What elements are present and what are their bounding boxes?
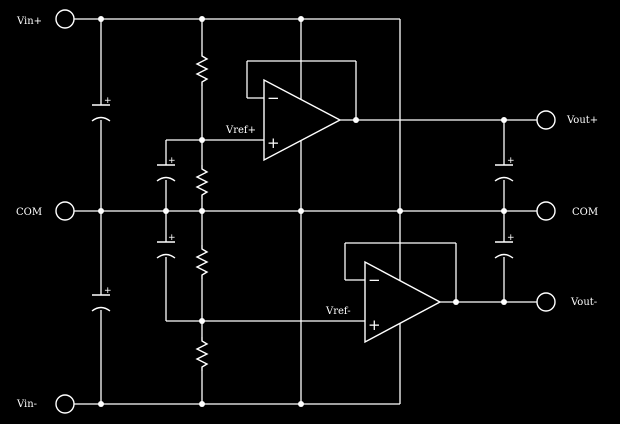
terminals bbox=[55, 9, 556, 414]
label-vout-minus: Vout- bbox=[570, 297, 597, 308]
inverting-input-sign: − bbox=[267, 89, 280, 107]
resistor-r1 bbox=[195, 52, 209, 86]
resistors bbox=[195, 52, 209, 371]
wires bbox=[74, 18, 537, 405]
terminal-vout-minus bbox=[536, 292, 556, 312]
capacitor-c4: + bbox=[156, 233, 176, 259]
terminal-vin-minus bbox=[55, 394, 75, 414]
capacitor-c6: + bbox=[494, 233, 515, 259]
capacitor-c2: + bbox=[91, 286, 112, 312]
op-amp-1: − + bbox=[263, 78, 342, 162]
label-vin-minus: Vin- bbox=[16, 399, 37, 410]
label-com-left: COM bbox=[16, 207, 42, 218]
cap-polarity-mark: + bbox=[507, 233, 515, 243]
cap-polarity-mark: + bbox=[104, 96, 112, 106]
label-vref-plus: Vref+ bbox=[225, 125, 256, 136]
resistor-r4 bbox=[195, 337, 209, 371]
cap-polarity-mark: + bbox=[104, 286, 112, 296]
resistor-r2 bbox=[195, 165, 209, 199]
capacitor-c5: + bbox=[494, 156, 515, 182]
op-amp-2: − + bbox=[364, 260, 442, 344]
capacitors: + + + + + + bbox=[91, 96, 515, 312]
cap-polarity-mark: + bbox=[168, 233, 176, 243]
non-inverting-input-sign: + bbox=[368, 316, 381, 334]
terminal-vout-plus bbox=[536, 110, 556, 130]
label-com-right: COM bbox=[572, 207, 598, 218]
inverting-input-sign: − bbox=[368, 271, 381, 289]
label-vref-minus: Vref- bbox=[325, 306, 351, 317]
terminal-com-right bbox=[536, 201, 556, 221]
capacitor-c3: + bbox=[156, 156, 176, 182]
cap-polarity-mark: + bbox=[507, 156, 515, 166]
label-vout-plus: Vout+ bbox=[566, 115, 598, 126]
label-vin-plus: Vin+ bbox=[16, 16, 42, 27]
labels: Vin+ COM Vin- Vout+ COM Vout- Vref+ Vref… bbox=[16, 16, 598, 410]
cap-polarity-mark: + bbox=[168, 156, 176, 166]
capacitor-c1: + bbox=[91, 96, 112, 122]
terminal-com-left bbox=[55, 201, 75, 221]
terminal-vin-plus bbox=[55, 9, 75, 29]
resistor-r3 bbox=[195, 245, 209, 279]
junction-dots bbox=[98, 16, 507, 407]
non-inverting-input-sign: + bbox=[267, 134, 280, 152]
